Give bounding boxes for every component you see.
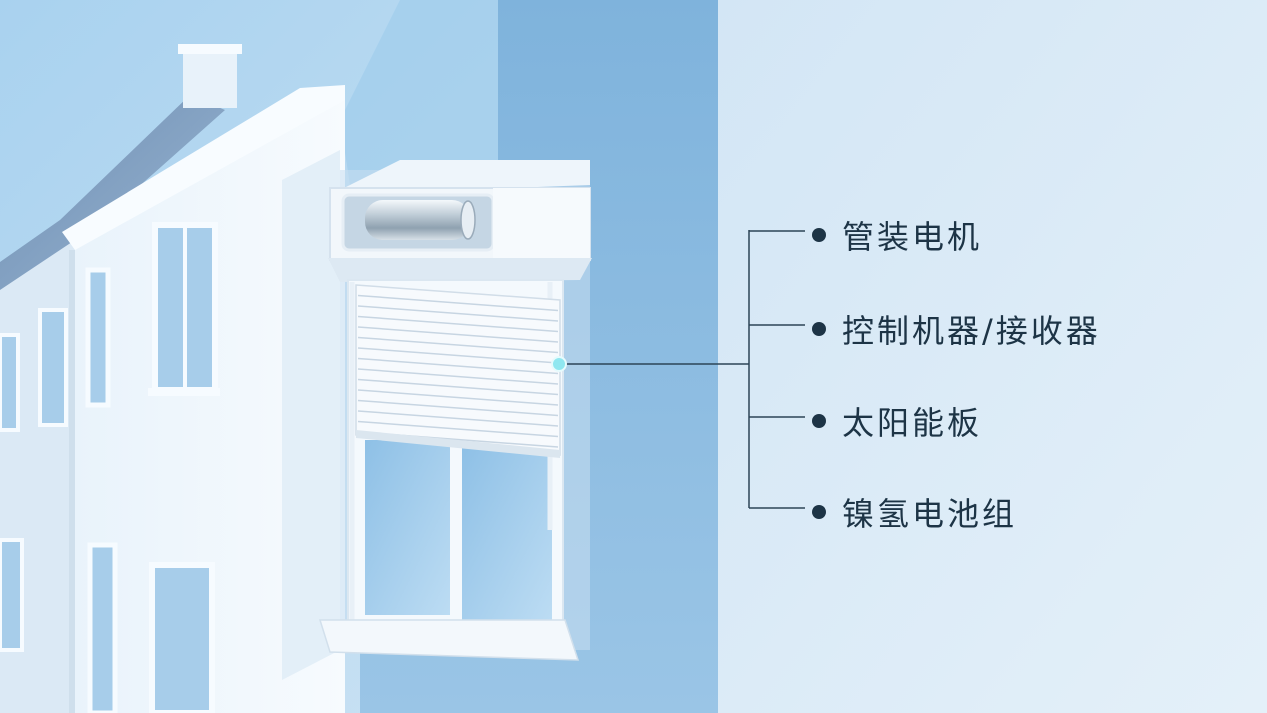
front-window-4 (149, 562, 215, 713)
roof (0, 95, 225, 300)
tubular-motor (365, 200, 470, 240)
house-front-wall (75, 95, 345, 713)
callout-label-battery: 镍氢电池组 (842, 495, 1018, 533)
shutter-slat (357, 336, 559, 354)
callout-item-battery: 镍氢电池组 (812, 489, 1017, 535)
shutter-box (328, 160, 592, 282)
shutter-box-lip (328, 258, 592, 282)
callout-item-solar-panel: 太阳能板 (812, 398, 982, 444)
callout-label-receiver: 控制机器/接收器 (842, 312, 1101, 350)
shutter-slat (357, 315, 559, 333)
shutter-slat (357, 420, 559, 438)
callout-connectors (565, 230, 805, 509)
shutter-slats (357, 294, 559, 448)
bullet-dot (812, 322, 826, 336)
callout-label-motor: 管装电机 (842, 218, 983, 256)
callout-label-solar-panel: 太阳能板 (842, 404, 983, 442)
callout-item-receiver: 控制机器/接收器 (812, 306, 1101, 352)
callout-item-motor: 管装电机 (812, 212, 982, 258)
shutter-slat (357, 347, 559, 364)
callout-marker (551, 356, 567, 372)
front-window-3 (87, 542, 118, 713)
shutter-slat (357, 326, 559, 343)
front-window-1 (85, 267, 111, 408)
shutter-slat (357, 305, 559, 322)
right-panel (718, 0, 1267, 713)
shutter-box-top (330, 160, 590, 195)
shutter-slat (357, 294, 559, 312)
bullet-dot (812, 414, 826, 428)
bullet-dot (812, 228, 826, 242)
front-window-2-sill (148, 388, 220, 396)
bullet-dot (812, 505, 826, 519)
chimney-cap (178, 44, 242, 54)
side-window-3 (0, 538, 24, 652)
tubular-motor-end (460, 200, 476, 240)
house (0, 44, 345, 713)
side-window-2 (38, 308, 68, 427)
chimney (183, 48, 237, 108)
window-glass-left (365, 440, 450, 615)
side-window-1 (0, 333, 20, 432)
shutter-slat (357, 399, 559, 417)
shutter-slat (357, 378, 559, 396)
shutter-slat (357, 357, 559, 375)
shutter-bottom-bar (356, 430, 560, 458)
shutter-slat (357, 410, 559, 427)
window-glass-right (462, 445, 552, 620)
shutter-slat (357, 368, 559, 385)
roller-shutter (355, 284, 561, 458)
window-recess (282, 150, 340, 680)
shutter-box-side (493, 188, 590, 260)
shutter-slat (357, 389, 559, 406)
window-sill (318, 619, 580, 661)
cornice (62, 85, 345, 250)
